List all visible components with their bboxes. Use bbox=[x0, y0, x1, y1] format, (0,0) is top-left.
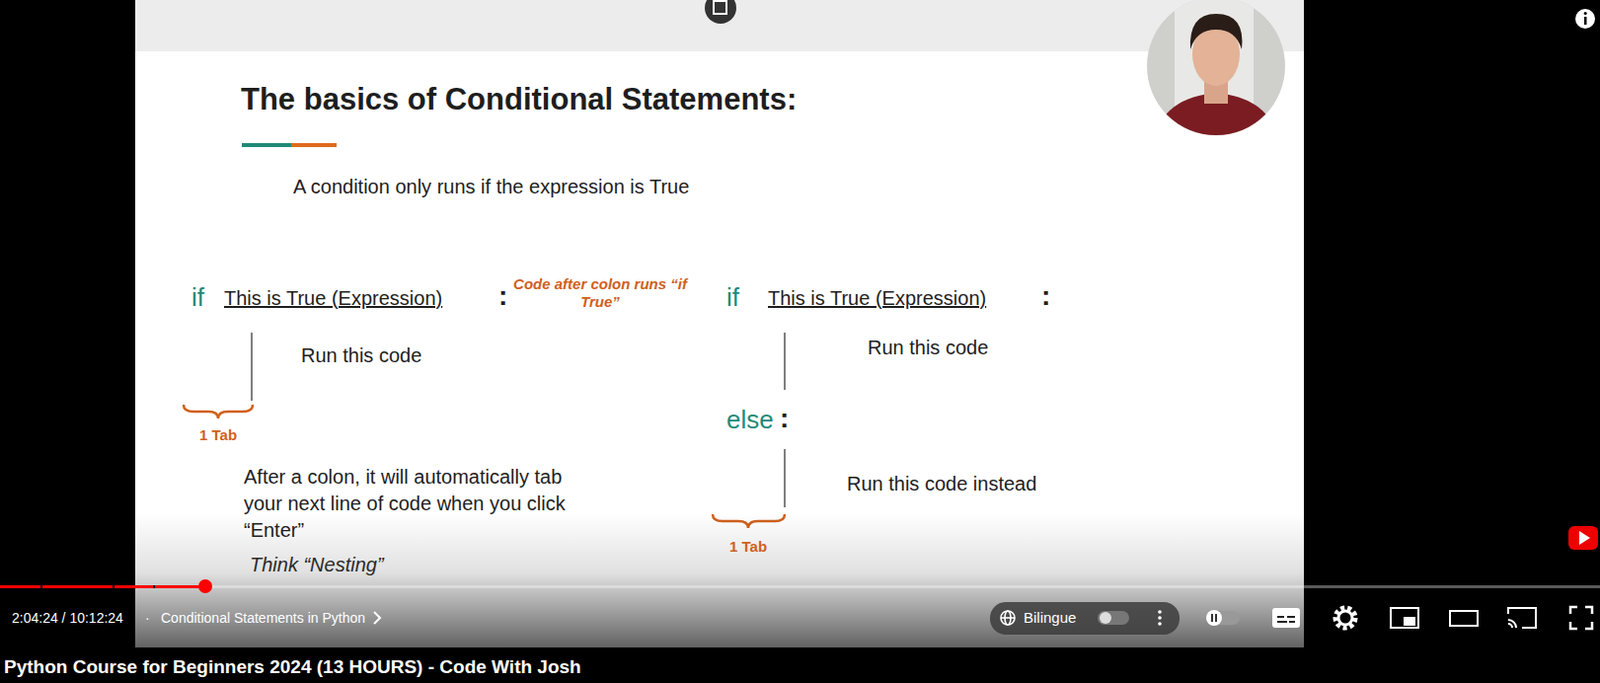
cast-screen bbox=[1508, 608, 1536, 628]
watermark-play bbox=[1579, 531, 1591, 545]
colon: : bbox=[1041, 279, 1051, 313]
webcam-hair bbox=[1190, 13, 1243, 50]
slide-subtitle: A condition only runs if the expression … bbox=[293, 174, 689, 199]
chapter-gap bbox=[112, 585, 115, 589]
webcam-image bbox=[1144, 0, 1289, 183]
code-body: Run this code bbox=[301, 343, 422, 368]
chapter-gap bbox=[152, 585, 155, 589]
time-display: 2:04:24 / 10:12:24 bbox=[11, 609, 124, 627]
colon: : bbox=[779, 401, 789, 436]
globe-outline bbox=[1000, 610, 1015, 625]
autoplay-toggle bbox=[1206, 609, 1240, 626]
autoplay-track bbox=[1206, 610, 1240, 625]
watermark-logo bbox=[1568, 526, 1599, 550]
progress-scrubber bbox=[198, 579, 213, 594]
globe-equator bbox=[1000, 616, 1015, 619]
info-stem bbox=[1584, 16, 1588, 25]
chapter-title: Conditional Statements in Python bbox=[160, 609, 366, 627]
colon-note: Code after colon runs “if True” bbox=[511, 275, 689, 311]
indent-line bbox=[783, 332, 786, 390]
cast-wave bbox=[1508, 623, 1513, 628]
captions-line bbox=[1277, 620, 1288, 623]
progress-played bbox=[0, 585, 206, 589]
captions-line bbox=[1287, 615, 1296, 618]
indent-line bbox=[783, 449, 786, 508]
tab-label: 1 Tab bbox=[199, 426, 237, 445]
keyword-if: if bbox=[726, 282, 740, 313]
more-dot bbox=[1157, 615, 1162, 620]
theater-icon bbox=[1449, 610, 1478, 626]
pause-bar bbox=[1215, 613, 1218, 622]
keyword-else: else bbox=[726, 404, 774, 436]
expression-text: This is True (Expression) bbox=[224, 286, 443, 310]
miniplayer-frame bbox=[1390, 608, 1419, 628]
info-dot bbox=[1584, 11, 1588, 15]
tab-brace bbox=[183, 404, 253, 419]
code-body: Run this code bbox=[867, 335, 989, 360]
toggle-knob bbox=[1099, 611, 1112, 624]
settings-icon bbox=[1335, 608, 1356, 628]
language-label: Bilingue bbox=[1023, 609, 1076, 627]
more-dot bbox=[1157, 609, 1162, 614]
language-pill bbox=[990, 602, 1180, 635]
colon-explanation: After a colon, it will automatically tab… bbox=[243, 463, 600, 544]
chapter-gap bbox=[40, 585, 43, 589]
globe-icon bbox=[1000, 610, 1015, 625]
title-underline-orange bbox=[291, 143, 337, 148]
captions-box bbox=[1272, 608, 1300, 628]
webcam-shirt bbox=[1156, 93, 1276, 183]
captions-line bbox=[1289, 620, 1296, 623]
fullscreen-icon bbox=[1570, 607, 1593, 629]
info-circle bbox=[1575, 8, 1596, 29]
nesting-note: Think “Nesting” bbox=[249, 552, 384, 577]
webcam-overlay bbox=[1144, 0, 1289, 183]
video-title: Python Course for Beginners 2024 (13 HOU… bbox=[3, 656, 582, 680]
captions-line bbox=[1277, 615, 1285, 618]
chapter-chevron bbox=[374, 611, 381, 624]
tab-label: 1 Tab bbox=[729, 537, 767, 556]
gear-teeth bbox=[1335, 608, 1356, 628]
code-body: Run this code instead bbox=[846, 471, 1037, 496]
page-strip bbox=[0, 647, 1600, 683]
subscribe-watermark bbox=[1568, 526, 1599, 550]
cast-wave bbox=[1508, 619, 1517, 628]
popout-icon-glyph bbox=[713, 0, 727, 14]
more-dot bbox=[1157, 621, 1162, 626]
expression-text: This is True (Expression) bbox=[767, 286, 987, 310]
cast-icon bbox=[1508, 608, 1536, 628]
title-underline-teal bbox=[241, 143, 292, 148]
captions-icon bbox=[1272, 608, 1300, 628]
miniplayer-icon bbox=[1390, 608, 1419, 628]
popout-icon-circle bbox=[704, 0, 737, 24]
colon: : bbox=[498, 279, 508, 313]
popout-icon bbox=[704, 0, 737, 24]
controls-gradient bbox=[0, 513, 1600, 683]
separator-dot: · bbox=[145, 609, 151, 627]
gear-ring bbox=[1338, 610, 1353, 625]
autoplay-knob bbox=[1206, 609, 1222, 626]
progress-track bbox=[0, 585, 1600, 589]
toggle-track bbox=[1097, 610, 1130, 625]
indent-line bbox=[250, 332, 253, 401]
pause-bar bbox=[1211, 613, 1214, 622]
more-icon bbox=[1157, 609, 1162, 626]
keyword-if: if bbox=[191, 282, 205, 313]
info-icon bbox=[1575, 8, 1596, 29]
slide-title: The basics of Conditional Statements: bbox=[240, 80, 797, 118]
miniplayer-inner bbox=[1404, 617, 1415, 625]
